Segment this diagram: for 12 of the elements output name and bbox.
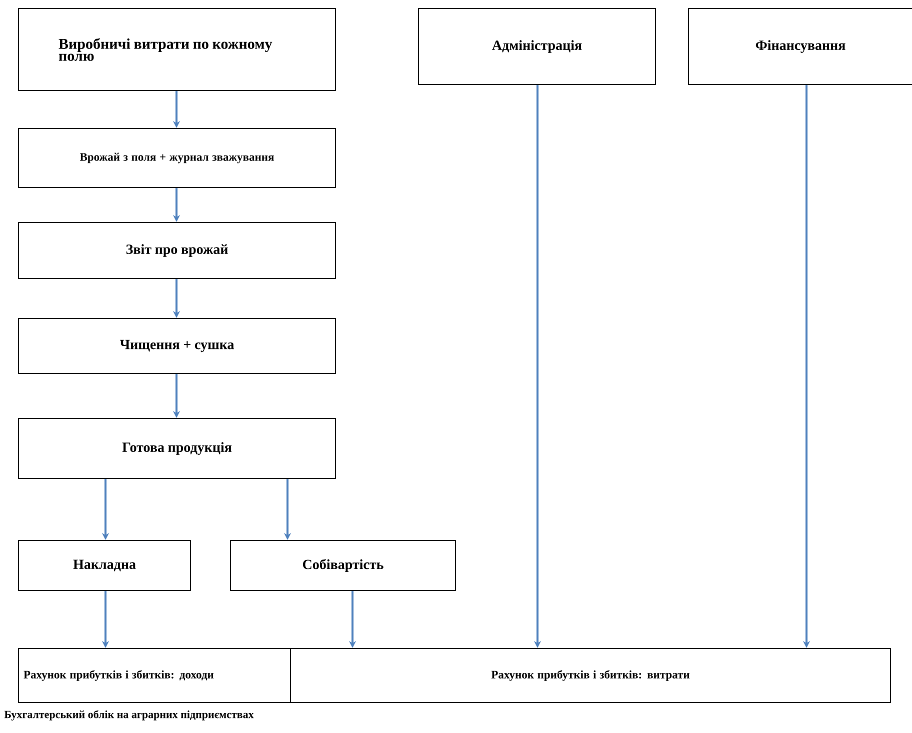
process-box: Накладна xyxy=(18,540,191,591)
process-box: Звіт про врожай xyxy=(18,222,336,279)
process-box: Рахунок прибутків і збитків: доходи xyxy=(18,648,291,703)
process-box: Собівартість xyxy=(230,540,456,591)
caption: Бухгалтерський облік на аграрних підприємствах xyxy=(4,710,254,720)
process-box: Виробничі витрати по кожному полю xyxy=(18,8,336,91)
process-box: Адміністрація xyxy=(418,8,656,85)
process-box: Чищення + сушка xyxy=(18,318,336,374)
process-box: Фінансування xyxy=(688,8,912,85)
process-box: Готова продукція xyxy=(18,418,336,479)
process-box: Врожай з поля + журнал зважування xyxy=(18,128,336,188)
process-box: Рахунок прибутків і збитків: витрати xyxy=(290,648,892,703)
